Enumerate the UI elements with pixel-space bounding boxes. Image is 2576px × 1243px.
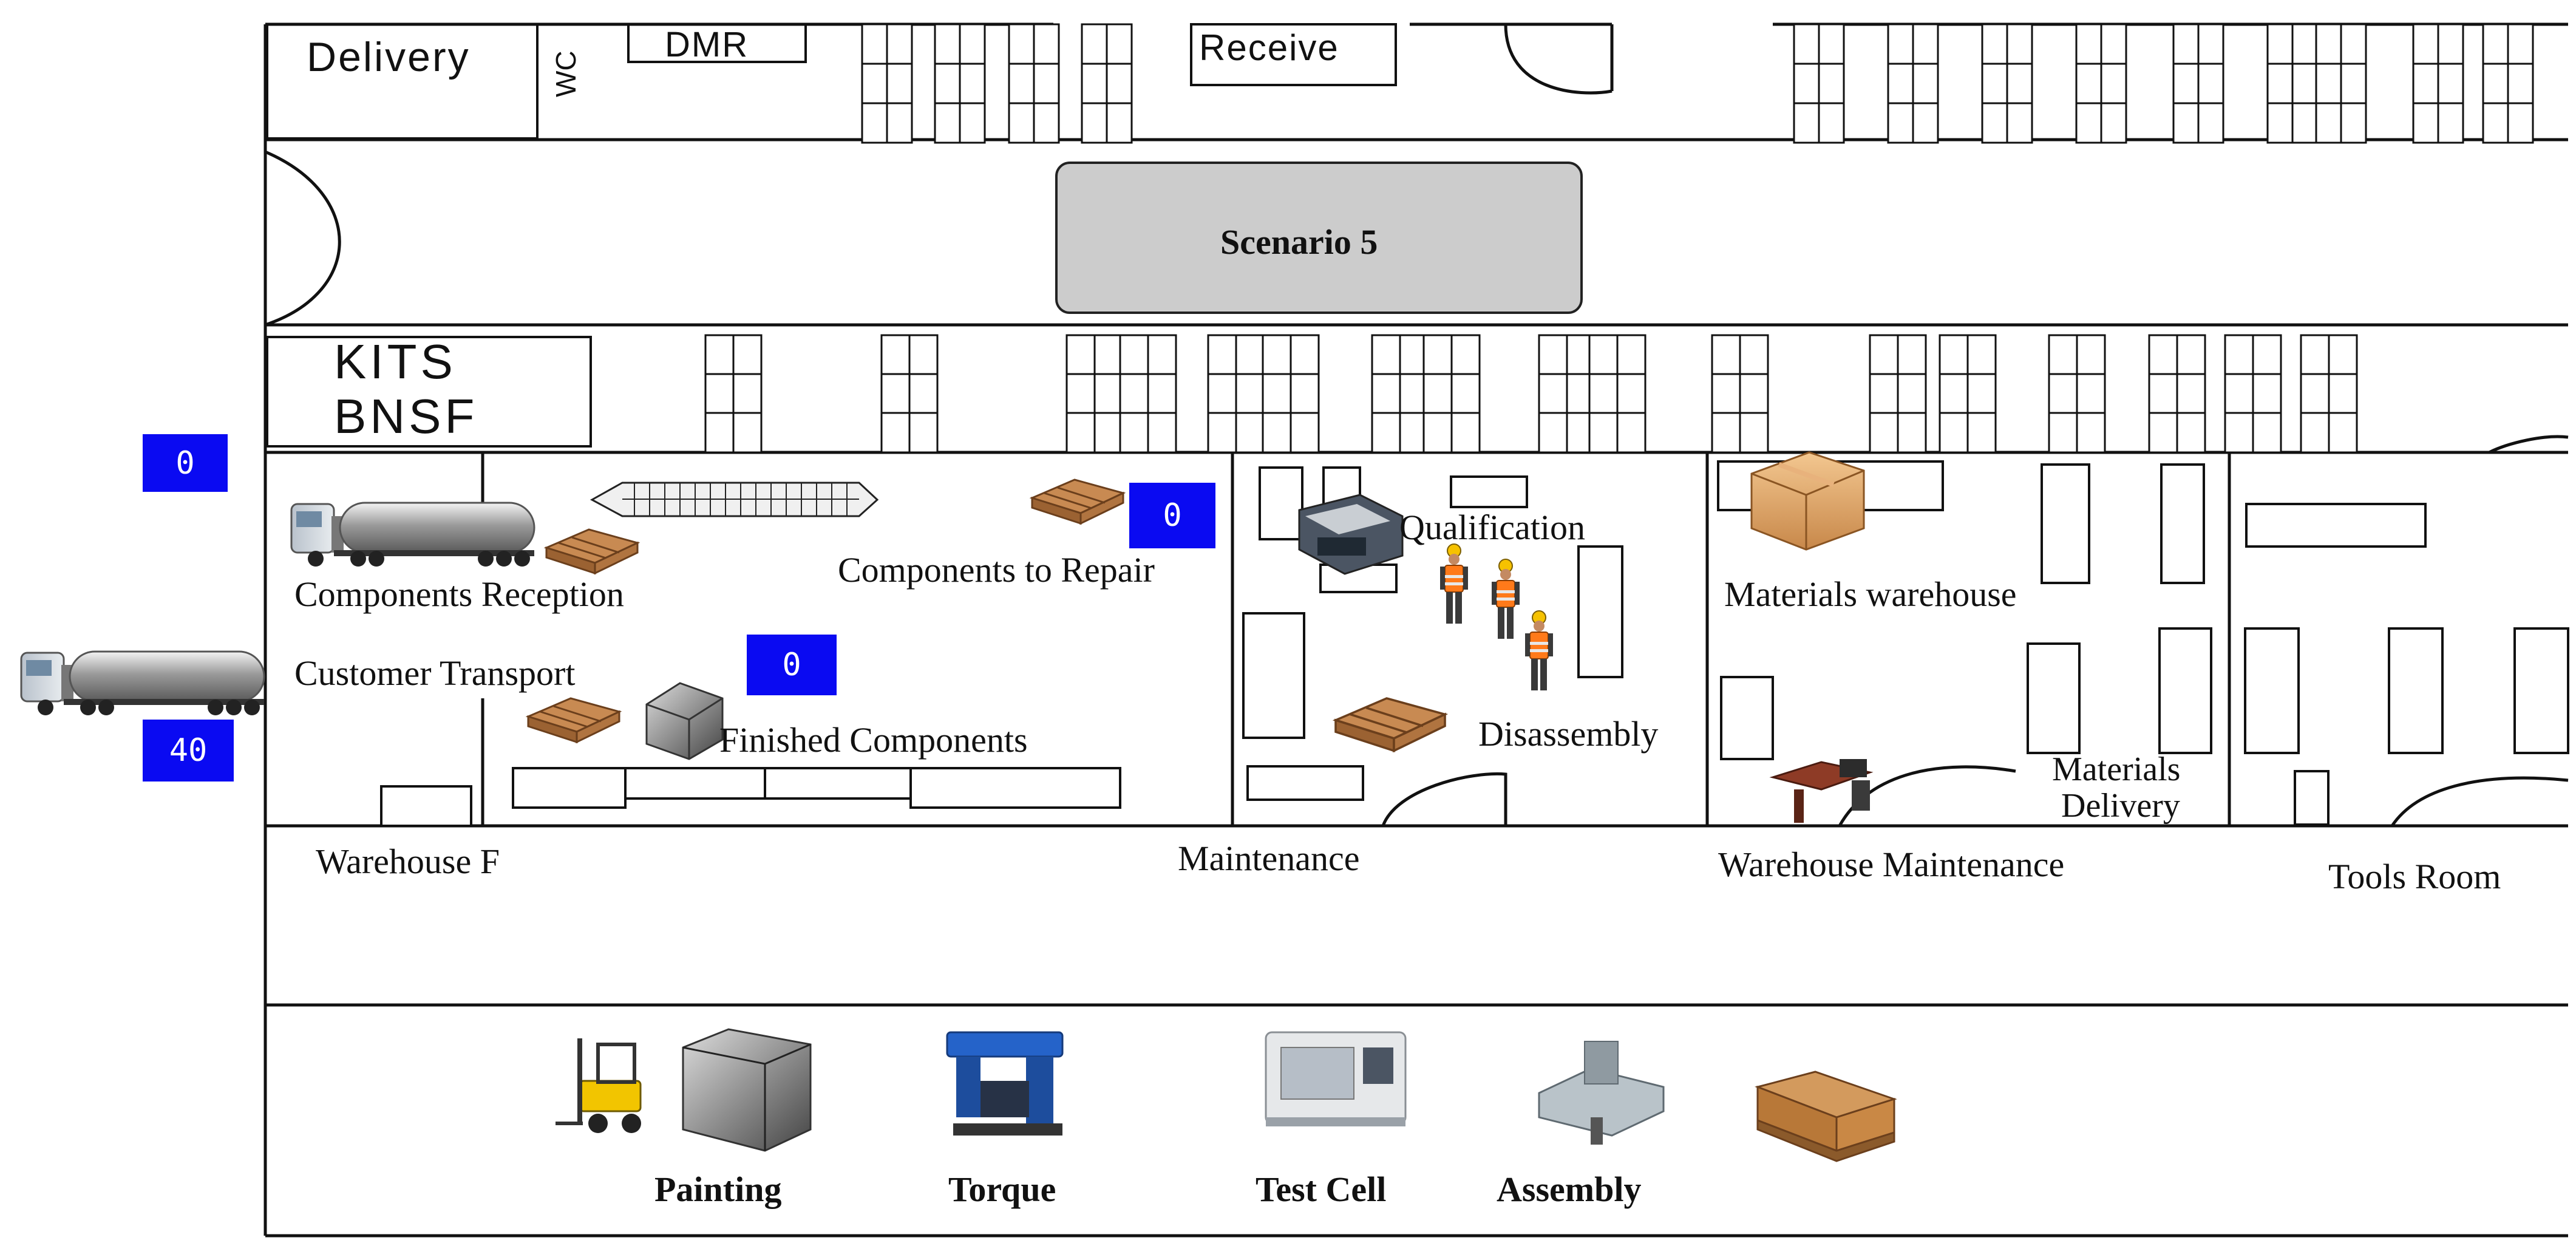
middle-racks: [704, 334, 2358, 454]
area-label-materials-delivery: Materials: [2052, 751, 2181, 788]
room-label-wc: WC: [550, 50, 582, 97]
area-label-components-to-repair: Components to Repair: [838, 550, 1155, 590]
repair-queue-counter: 0: [1129, 483, 1215, 548]
room-label-bnsf: BNSF: [334, 389, 478, 443]
cardboard-box-icon: [1750, 451, 1865, 551]
forklift-icon: [556, 1038, 642, 1133]
area-label-maintenance: Maintenance: [1178, 839, 1360, 878]
station-label-painting: Painting: [654, 1170, 782, 1209]
area-label-components-reception: Components Reception: [294, 574, 624, 614]
scenario-box: [1055, 162, 1583, 314]
finished-component-box-icon: [645, 682, 724, 760]
area-label-materials-delivery: Delivery: [2061, 787, 2180, 825]
reception-queue-counter: 0: [143, 434, 228, 492]
top-rooms: [266, 23, 1397, 448]
scenario-title: Scenario 5: [1220, 222, 1378, 262]
upper-racks: [861, 23, 2534, 144]
station-label-assembly: Assembly: [1497, 1170, 1642, 1209]
room-label-dmr: DMR: [665, 25, 749, 64]
assembly-machine-icon: [1538, 1041, 1665, 1145]
worker-icon: [1491, 559, 1520, 639]
area-label-tools-room: Tools Room: [2328, 857, 2501, 896]
area-label-disassembly: Disassembly: [1478, 714, 1659, 754]
conveyor-icon: [481, 455, 879, 517]
station-label-test-cell: Test Cell: [1256, 1170, 1387, 1209]
station-label-torque: Torque: [948, 1170, 1056, 1209]
finished-pallet-icon: [527, 697, 620, 743]
pallet-stack-icon: [1755, 1071, 1897, 1162]
torque-machine-icon: [946, 1031, 1064, 1136]
worker-icon: [1524, 610, 1554, 691]
customer-truck-icon: [20, 650, 265, 717]
room-label-kits: KITS: [334, 335, 457, 389]
area-label-warehouse-f: Warehouse F: [316, 842, 500, 881]
room-label-delivery: Delivery: [307, 34, 471, 80]
customer-transport-counter: 40: [143, 720, 234, 782]
area-label-materials-warehouse: Materials warehouse: [1724, 574, 2017, 614]
room-label-receive: Receive: [1199, 27, 1339, 68]
test-cell-machine-icon: [1265, 1031, 1407, 1126]
disassembly-pallet-icon: [1334, 697, 1446, 752]
area-label-qualification: Qualification: [1399, 508, 1586, 547]
reception-pallet-icon: [545, 528, 639, 574]
area-label-warehouse-maintenance: Warehouse Maintenance: [1718, 845, 2065, 884]
area-label-customer-transport: Customer Transport: [294, 653, 576, 693]
building-walls: [263, 22, 2569, 1238]
painting-box-icon: [682, 1028, 812, 1152]
finished-queue-counter: 0: [747, 635, 837, 695]
worker-icon: [1439, 543, 1469, 624]
qualification-machine-icon: [1298, 494, 1404, 575]
area-label-finished-components: Finished Components: [719, 720, 1028, 760]
repair-pallet-icon: [1031, 478, 1124, 525]
desk-icon: [1769, 759, 1874, 823]
reception-truck-icon: [290, 502, 535, 568]
